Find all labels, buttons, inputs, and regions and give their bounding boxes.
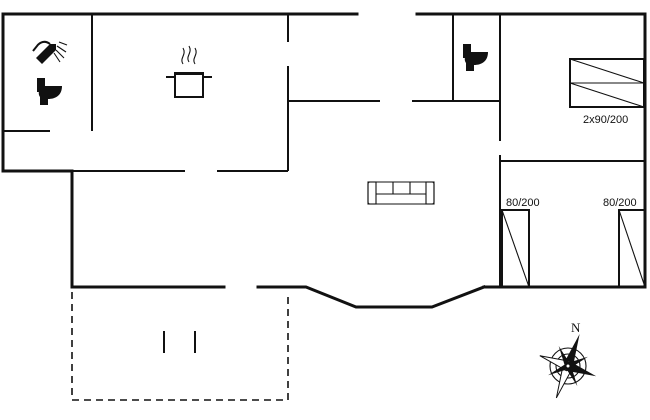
compass-north-label: N [571, 320, 581, 335]
sofa-icon [367, 181, 435, 205]
cooking-pot-icon [166, 45, 212, 98]
interior-walls [3, 14, 645, 287]
bed-size-label: 2x90/200 [583, 114, 628, 126]
compass-rose-icon [539, 334, 597, 399]
single-bed [618, 209, 646, 288]
toilet-icon [37, 78, 62, 105]
terrace-outline [71, 292, 289, 401]
bed-size-label: 80/200 [603, 197, 637, 209]
double-bed [569, 58, 645, 108]
toilet-icon [463, 44, 488, 71]
single-bed [501, 209, 530, 288]
bed-size-label: 80/200 [506, 197, 540, 209]
shower-icon [32, 40, 68, 64]
